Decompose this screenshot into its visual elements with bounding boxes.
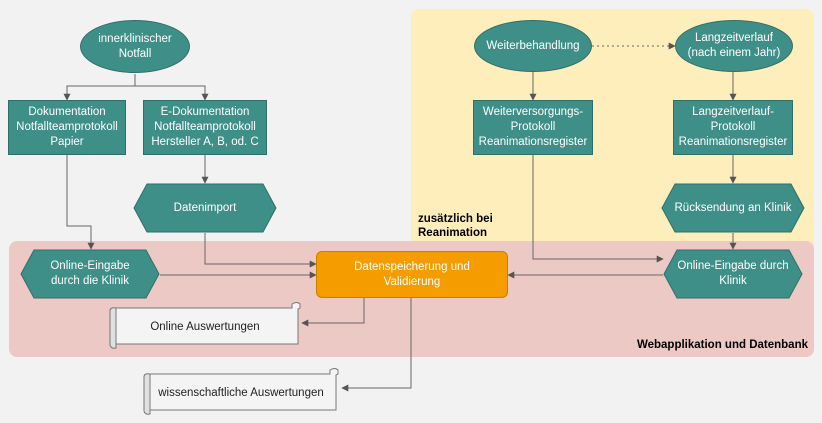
node-online-eingabe-right: Online-Eingabe durch Klinik (663, 249, 803, 299)
node-online-eingabe-left-label: Online-Eingabe durch die Klinik (50, 260, 130, 287)
edge-weiterprotokoll-onlineeingabe (532, 155, 664, 263)
node-datenimport: Datenimport (133, 183, 277, 233)
edge-notfall-edoku (135, 85, 209, 101)
node-weiterversorgungs-protokoll: Weiterversorgungs- Protokoll Reanimation… (473, 100, 593, 155)
node-weiterbehandlung: Weiterbehandlung (474, 20, 592, 72)
edge-papier-onlineeingabe (66, 155, 95, 250)
node-ruecksendung-label: Rücksendung an Klinik (674, 201, 792, 214)
node-wissenschaftliche-auswertungen-label: wissenschaftliche Auswertungen (158, 386, 324, 399)
node-ruecksendung: Rücksendung an Klinik (661, 183, 805, 233)
node-langzeitverlauf: Langzeitverlauf (nach einem Jahr) (675, 20, 793, 72)
node-wissenschaftliche-auswertungen: wissenschaftliche Auswertungen (140, 366, 342, 416)
node-online-auswertungen: Online Auswertungen (106, 300, 304, 350)
edge-notfall-papier (63, 74, 136, 101)
webapp-region-label: Webapplikation und Datenbank (636, 339, 808, 351)
node-langzeitverlauf-protokoll: Langzeitverlauf- Protokoll Reanimationsr… (673, 100, 793, 155)
node-e-dokumentation: E-Dokumentation Notfallteamprotokoll Her… (143, 100, 267, 155)
reanimation-region-label: zusätzlich bei Reanimation (418, 213, 493, 239)
node-datenimport-label: Datenimport (173, 201, 237, 214)
node-online-auswertungen-label: Online Auswertungen (150, 320, 260, 333)
edge-datenspeicherung-wissenschaftlich (341, 298, 412, 392)
edge-datenimport-datenspeicherung (204, 233, 317, 268)
node-datenspeicherung: Datenspeicherung und Validierung (316, 251, 508, 298)
node-innerklinischer-notfall: innerklinischer Notfall (80, 20, 190, 73)
node-online-eingabe-right-label: Online-Eingabe durch Klinik (677, 260, 789, 287)
edge-datenspeicherung-onlineauswertungen (301, 298, 365, 327)
node-dokumentation-papier: Dokumentation Notfallteamprotokoll Papie… (8, 100, 126, 155)
node-online-eingabe-left: Online-Eingabe durch die Klinik (20, 249, 160, 299)
